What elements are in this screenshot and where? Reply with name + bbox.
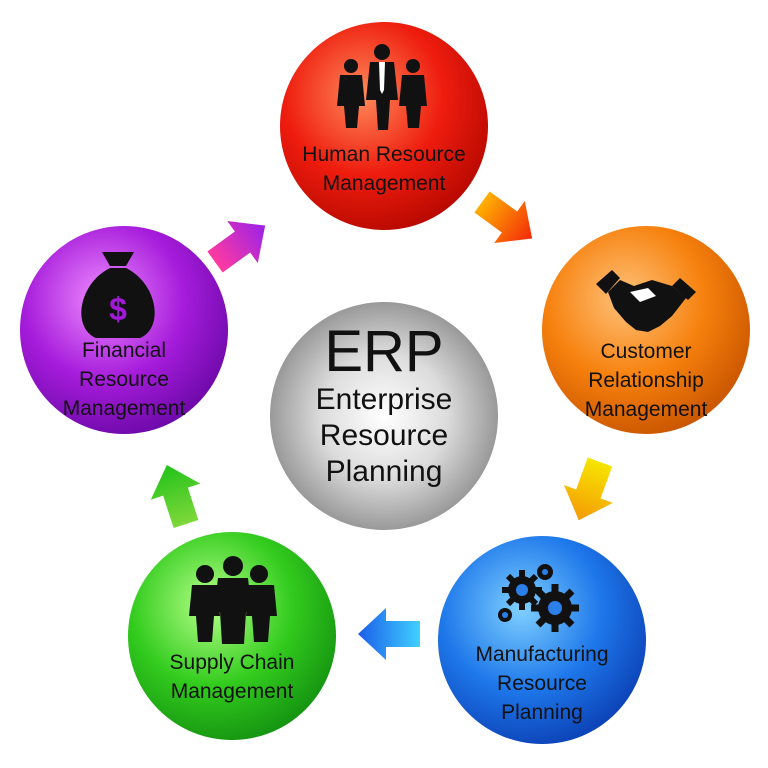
group-people-icon	[337, 44, 427, 130]
svg-text:$: $	[109, 291, 127, 327]
node-circle-mrp	[438, 536, 646, 744]
team-icon	[189, 556, 277, 644]
node-label-hr-line-1: Human Resource	[302, 143, 466, 166]
node-label-frm: Financial Resource Management	[24, 336, 224, 423]
arrow-mrp-to-scm	[358, 608, 420, 660]
erp-abbreviation: ERP	[324, 319, 444, 384]
arrow-scm-to-frm	[150, 465, 201, 529]
erp-full-line-3: Planning	[325, 455, 443, 488]
node-label-crm-line-2: Relationship	[588, 369, 704, 392]
node-label-crm-line-3: Management	[584, 398, 708, 421]
center-label: ERP Enterprise Resource Planning	[284, 322, 484, 490]
node-label-frm-line-3: Management	[62, 397, 186, 420]
node-label-hr: Human Resource Management	[284, 140, 484, 198]
center-circle	[270, 302, 498, 530]
erp-full-line-2: Resource	[319, 419, 449, 452]
node-label-scm-line-1: Supply Chain	[169, 651, 295, 674]
money-bag-icon: $	[81, 252, 155, 338]
handshake-icon	[596, 270, 696, 332]
node-label-crm-line-1: Customer	[600, 340, 692, 363]
node-label-mrp-line-1: Manufacturing	[475, 643, 609, 666]
node-label-mrp-line-2: Resource	[497, 672, 587, 695]
node-label-scm: Supply Chain Management	[132, 648, 332, 706]
node-label-frm-line-2: Resource	[79, 368, 169, 391]
arrow-frm-to-hr	[207, 220, 266, 273]
node-label-frm-line-1: Financial	[81, 339, 167, 362]
arrow-hr-to-crm	[474, 191, 533, 244]
node-label-mrp: Manufacturing Resource Planning	[442, 640, 642, 727]
node-label-mrp-line-3: Planning	[501, 701, 583, 724]
node-label-scm-line-2: Management	[170, 680, 294, 703]
arrow-crm-to-mrp	[563, 457, 613, 521]
gears-icon	[498, 564, 579, 632]
node-label-crm: Customer Relationship Management	[546, 337, 746, 424]
erp-full-line-1: Enterprise	[315, 383, 453, 416]
node-label-hr-line-2: Management	[322, 172, 446, 195]
